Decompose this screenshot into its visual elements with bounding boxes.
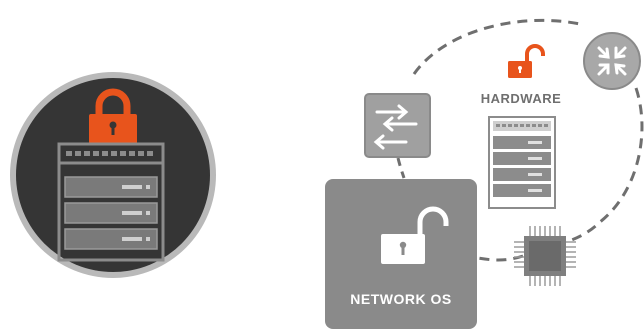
cpu-chip-icon	[514, 226, 576, 286]
dashed-connection-left	[396, 157, 406, 179]
network-os-label: NETWORK OS	[350, 291, 451, 307]
closed-system-icon	[10, 72, 216, 278]
hardware-label: HARDWARE	[481, 91, 562, 106]
dashed-connection-circle	[412, 18, 581, 75]
server-rack-icon	[488, 116, 556, 209]
dashed-connection-right	[565, 87, 644, 244]
padlock-open-icon	[381, 206, 449, 264]
padlock-open-icon	[508, 44, 545, 78]
network-switch-icon	[364, 93, 431, 158]
padlock-closed-icon	[89, 88, 137, 144]
server-rack-icon	[57, 142, 165, 262]
network-os-box: NETWORK OS	[325, 179, 477, 329]
router-icon	[583, 32, 641, 90]
